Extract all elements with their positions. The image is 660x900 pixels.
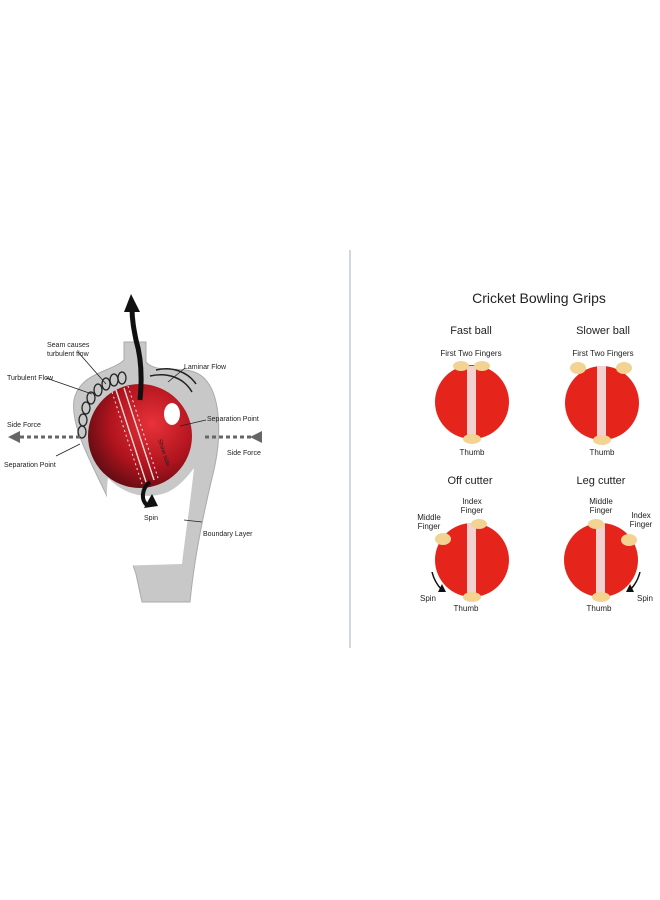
laminar-flow-label: Laminar Flow [184,364,227,371]
leg-cutter-index-line2: Finger [630,520,653,529]
side-force-left-label: Side Force [7,422,41,429]
leg-cutter-index-line1: Index [631,511,651,520]
leg-cutter-middle-line2: Finger [590,506,613,515]
seam-label-line1: Seam causes [47,342,90,349]
spin-arrowhead [144,494,158,508]
side-force-right-arrow [205,431,262,443]
fast-ball-thumb-label: Thumb [460,448,485,457]
seam-stitches [111,385,159,485]
turbulent-flow-label: Turbulent Flow [7,375,54,382]
slower-ball-fingers: First Two Fingers [572,349,633,358]
side-force-left-arrow [8,431,80,443]
fast-ball-thumb [463,434,481,444]
separation-point-right-label: Separation Point [207,416,259,423]
slower-ball-finger-left [570,362,586,374]
leg-cutter-thumb-label: Thumb [587,604,612,613]
leg-cutter-middle-line1: Middle [589,497,613,506]
off-cutter-index-line1: Index [462,497,482,506]
laminar-lines [149,368,197,393]
leader-lines [45,351,207,523]
leg-cutter-thumb [592,592,610,602]
fast-ball-title: Fast ball [450,325,492,337]
leg-cutter-title: Leg cutter [577,475,626,487]
fast-ball-finger-right [474,361,490,371]
off-cutter-middle-line1: Middle [417,513,441,522]
slower-ball-finger-right [616,362,632,374]
slower-ball-thumb [593,435,611,445]
leg-cutter-grip: Leg cutter Middle Finger Index Finger Sp… [564,475,653,613]
off-cutter-index-line2: Finger [461,506,484,515]
leg-cutter-seam [596,523,605,597]
turbulent-curls [77,371,127,439]
grips-title: Cricket Bowling Grips [472,290,606,306]
deflection-arrow [129,307,144,401]
airflow-diagram: Shine side Seam causes turbulent flow [4,294,262,603]
slower-ball-thumb-label: Thumb [590,448,615,457]
off-cutter-title: Off cutter [447,475,492,487]
off-cutter-index-finger [471,519,487,529]
off-cutter-spin-arrowhead [438,584,446,592]
wake-region [106,468,194,566]
off-cutter-middle-line2: Finger [418,522,441,531]
leg-cutter-spin-label: Spin [637,594,653,603]
fast-ball-seam [467,366,476,438]
ball-seam [115,387,155,483]
fast-ball-fingers: First Two Fingers [440,349,501,358]
slower-ball-title: Slower ball [576,325,630,337]
spin-label: Spin [144,515,158,522]
boundary-layer-label: Boundary Layer [203,531,253,538]
deflection-arrowhead [124,294,140,312]
off-cutter-seam [467,523,476,597]
fast-ball-finger-left [453,361,469,371]
side-force-right-label: Side Force [227,450,261,457]
slower-ball-seam [597,366,606,438]
grips-panel: Cricket Bowling Grips Fast ball First Tw… [417,290,653,613]
off-cutter-thumb-label: Thumb [454,604,479,613]
leg-cutter-spin-arrowhead [626,584,634,592]
off-cutter-grip: Off cutter Index Finger Middle Finger Sp… [417,475,509,613]
leg-cutter-index-finger [621,534,637,546]
off-cutter-middle-finger [435,533,451,545]
off-cutter-thumb [463,592,481,602]
leg-cutter-middle-finger [588,519,604,529]
shine-highlight [164,403,180,425]
separation-point-left-label: Separation Point [4,462,56,469]
slower-ball-grip: Slower ball First Two Fingers Thumb [565,325,639,457]
seam-label-line2: turbulent flow [47,351,90,358]
fast-ball-grip: Fast ball First Two Fingers Thumb [435,325,509,457]
off-cutter-spin-label: Spin [420,594,436,603]
